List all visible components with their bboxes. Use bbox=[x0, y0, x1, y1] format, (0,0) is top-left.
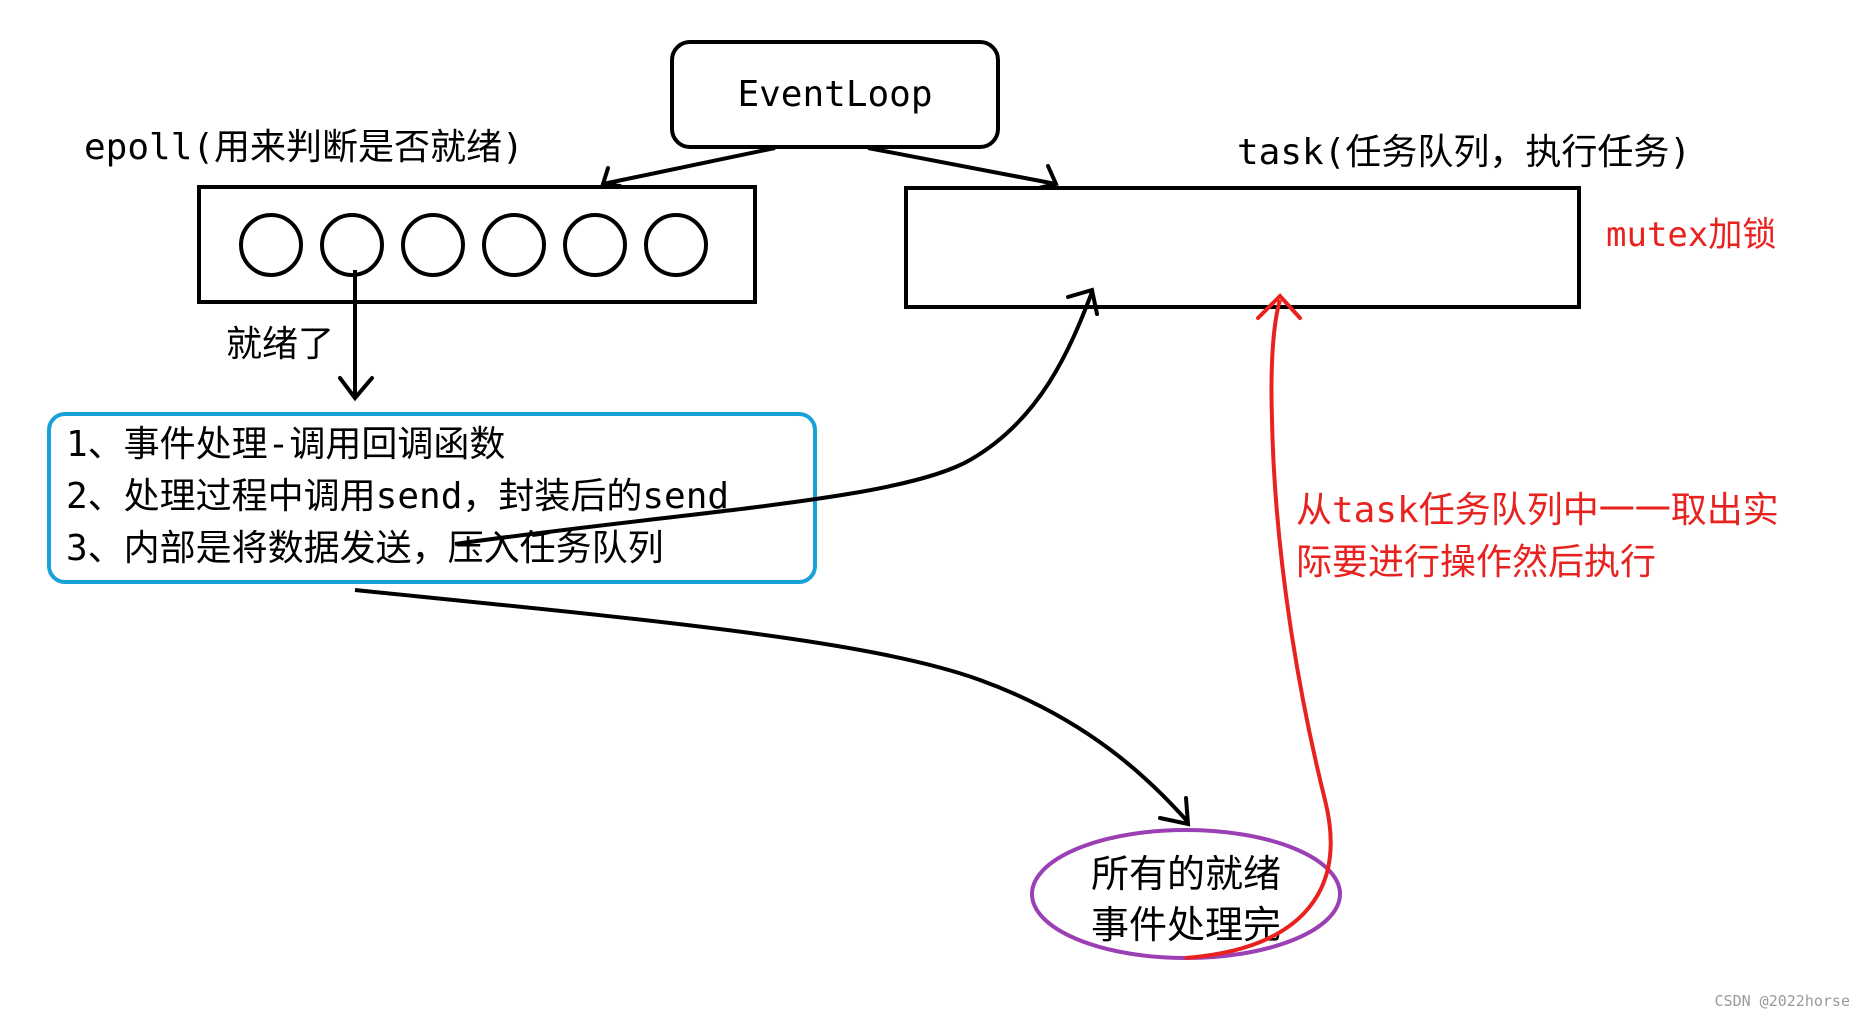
arrow-eventloop-to-task bbox=[867, 146, 1059, 190]
done-node: 所有的就绪 事件处理完 bbox=[1030, 828, 1342, 960]
ready-label: 就绪了 bbox=[226, 324, 334, 365]
eventloop-box bbox=[670, 40, 1000, 149]
epoll-label: epoll(用来判断是否就绪) bbox=[84, 127, 524, 168]
epoll-slot-circle bbox=[644, 213, 708, 277]
epoll-slot-circle bbox=[482, 213, 546, 277]
process-line-2: 2、处理过程中调用send，封装后的send bbox=[66, 476, 729, 517]
process-line-1: 1、事件处理-调用回调函数 bbox=[66, 424, 505, 465]
process-line-3: 3、内部是将数据发送，压入任务队列 bbox=[66, 528, 664, 569]
task-box bbox=[904, 186, 1581, 309]
arrow-ready: 就绪了 bbox=[226, 270, 374, 402]
epoll-slot-circle bbox=[401, 213, 465, 277]
done-line-1: 所有的就绪 bbox=[1091, 852, 1281, 896]
epoll-node: epoll(用来判断是否就绪) bbox=[84, 127, 757, 304]
task-node: task(任务队列，执行任务) mutex加锁 bbox=[904, 132, 1776, 309]
mutex-label: mutex加锁 bbox=[1606, 215, 1776, 255]
eventloop-node: EventLoop bbox=[670, 40, 1000, 149]
watermark: CSDN @2022horse bbox=[1715, 992, 1850, 1010]
epoll-slot-circle bbox=[563, 213, 627, 277]
eventloop-label: EventLoop bbox=[737, 74, 932, 115]
done-line-2: 事件处理完 bbox=[1091, 903, 1281, 947]
process-node: 1、事件处理-调用回调函数 2、处理过程中调用send，封装后的send 3、内… bbox=[47, 412, 817, 584]
epoll-slots bbox=[239, 213, 708, 277]
fetch-line-1: 从task任务队列中一一取出实 bbox=[1296, 490, 1779, 531]
task-label: task(任务队列，执行任务) bbox=[1237, 132, 1691, 173]
epoll-slot-circle bbox=[320, 213, 384, 277]
arrow-process-to-done bbox=[354, 588, 1191, 827]
fetch-line-2: 际要进行操作然后执行 bbox=[1296, 542, 1656, 583]
arrow-fetch-from-task: 从task任务队列中一一取出实 际要进行操作然后执行 bbox=[1184, 293, 1779, 960]
epoll-slot-circle bbox=[239, 213, 303, 277]
arrow-push-to-task bbox=[454, 287, 1099, 546]
arrow-eventloop-to-epoll bbox=[600, 146, 776, 188]
